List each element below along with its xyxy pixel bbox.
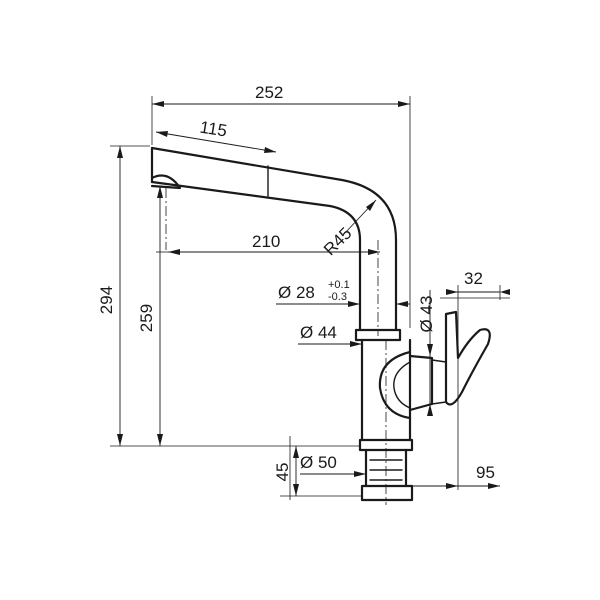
- spout-arm: [150, 146, 398, 332]
- label-spout-tube-tol-lower: -0.3: [328, 291, 347, 303]
- label-total-height: 294: [97, 286, 116, 314]
- extension-lines: [110, 96, 510, 500]
- faucet-outline: [150, 146, 491, 502]
- label-lever-hub: Ø 43: [417, 296, 436, 333]
- label-spout-tube-tol-upper: +0.1: [328, 279, 350, 291]
- label-lever-depth: 95: [476, 463, 495, 482]
- dim-line-spout-pullout: [155, 131, 277, 153]
- center-lines: [165, 188, 387, 505]
- label-overall-reach: 252: [255, 83, 283, 102]
- lever-cap-plate: [431, 359, 447, 405]
- riser-flange: [354, 328, 402, 342]
- label-spout-reach: 210: [252, 232, 280, 251]
- dimension-lines: [117, 101, 510, 496]
- label-spout-pullout: 115: [199, 118, 229, 141]
- base-shank: [364, 448, 408, 488]
- lever-hub: [378, 350, 412, 420]
- lever-cap: [408, 354, 434, 412]
- lever-hub-inner: [393, 361, 411, 409]
- label-bend-radius: R45: [320, 224, 355, 259]
- base-ring-top: [358, 438, 414, 452]
- spout-nozzle: [150, 146, 182, 190]
- label-spout-height: 259: [137, 304, 156, 332]
- label-spout-tube: Ø 28: [278, 283, 315, 302]
- dimension-labels: 252 115 210 R45 294 259 Ø 28 +0.1 -0.3 Ø…: [97, 83, 495, 482]
- label-lever-width: 32: [464, 269, 483, 288]
- lever-handle: [444, 310, 491, 406]
- label-base-height: 45: [273, 463, 292, 482]
- base-nut: [360, 484, 414, 502]
- label-base: Ø 50: [300, 453, 337, 472]
- label-body: Ø 44: [300, 323, 337, 342]
